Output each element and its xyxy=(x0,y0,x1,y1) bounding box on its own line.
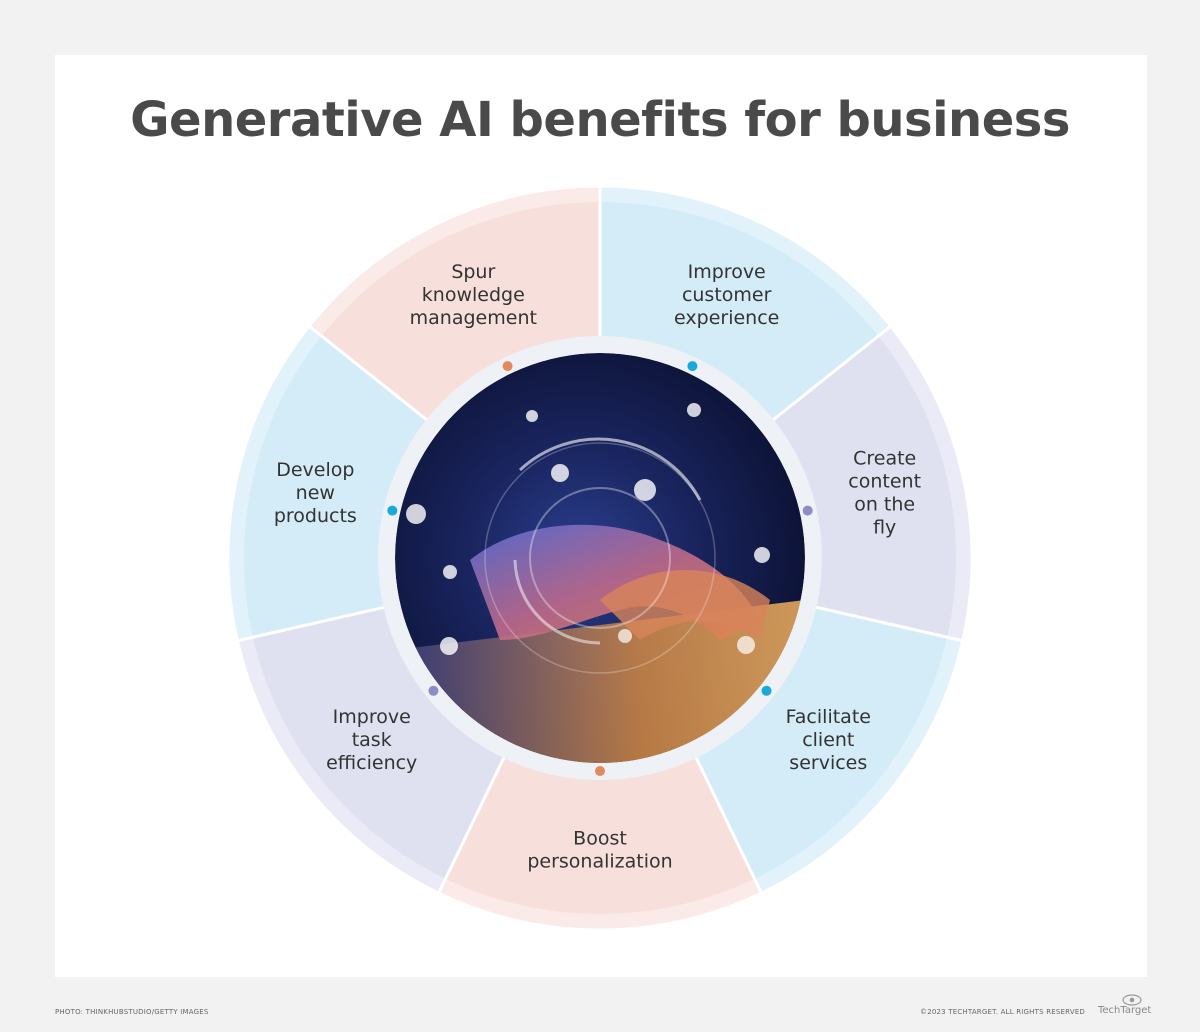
segment-label-line: new xyxy=(296,482,335,504)
copyright-notice: ©2023 TECHTARGET. ALL RIGHTS RESERVED xyxy=(920,1008,1086,1016)
segment-label-line: knowledge xyxy=(422,284,525,306)
photo-credit: PHOTO: THINKHUBSTUDIO/GETTY IMAGES xyxy=(55,1008,209,1016)
segment-label-line: personalization xyxy=(527,851,672,873)
segment-label-line: experience xyxy=(674,307,779,329)
segment-label-line: customer xyxy=(682,284,772,306)
logo-text: TechTarget xyxy=(1098,1005,1152,1016)
segment-rim xyxy=(438,878,762,930)
segment-label-line: Improve xyxy=(688,261,766,283)
segment-rim xyxy=(228,326,322,641)
segment-label-line: Develop xyxy=(276,459,354,481)
segment-label-line: services xyxy=(789,752,867,774)
segment-label-line: client xyxy=(802,729,854,751)
segment-rim xyxy=(754,637,963,894)
segment-dot xyxy=(802,505,813,516)
segment-rim xyxy=(309,186,600,337)
segment-label-line: efficiency xyxy=(326,752,417,774)
segment-label-line: task xyxy=(352,729,392,751)
segment-label-line: on the xyxy=(854,494,915,516)
segment-dot xyxy=(387,505,398,516)
center-photo xyxy=(395,353,805,763)
segment-label-line: Spur xyxy=(451,261,495,283)
segment-dot xyxy=(428,685,439,696)
segment-label-line: management xyxy=(410,307,537,329)
segment-label-line: fly xyxy=(873,517,896,539)
page-title: Generative AI benefits for business xyxy=(130,92,1070,148)
segment-label-line: Create xyxy=(853,448,916,470)
segment-dot xyxy=(595,766,605,776)
segment-rim xyxy=(237,637,446,894)
eye-icon xyxy=(1122,994,1142,1006)
segment-dot xyxy=(502,361,513,372)
segment-label-line: content xyxy=(848,471,921,493)
segment-label-line: products xyxy=(274,505,357,527)
segment-dot xyxy=(761,685,772,696)
segment-label-line: Improve xyxy=(333,706,411,728)
segment-dot xyxy=(687,361,698,372)
segment-label-line: Facilitate xyxy=(786,706,871,728)
techtarget-logo: TechTarget xyxy=(1098,993,1152,1019)
segment-rim xyxy=(600,186,891,337)
segment-rim xyxy=(878,326,972,641)
segment-label-line: Boost xyxy=(573,828,627,850)
